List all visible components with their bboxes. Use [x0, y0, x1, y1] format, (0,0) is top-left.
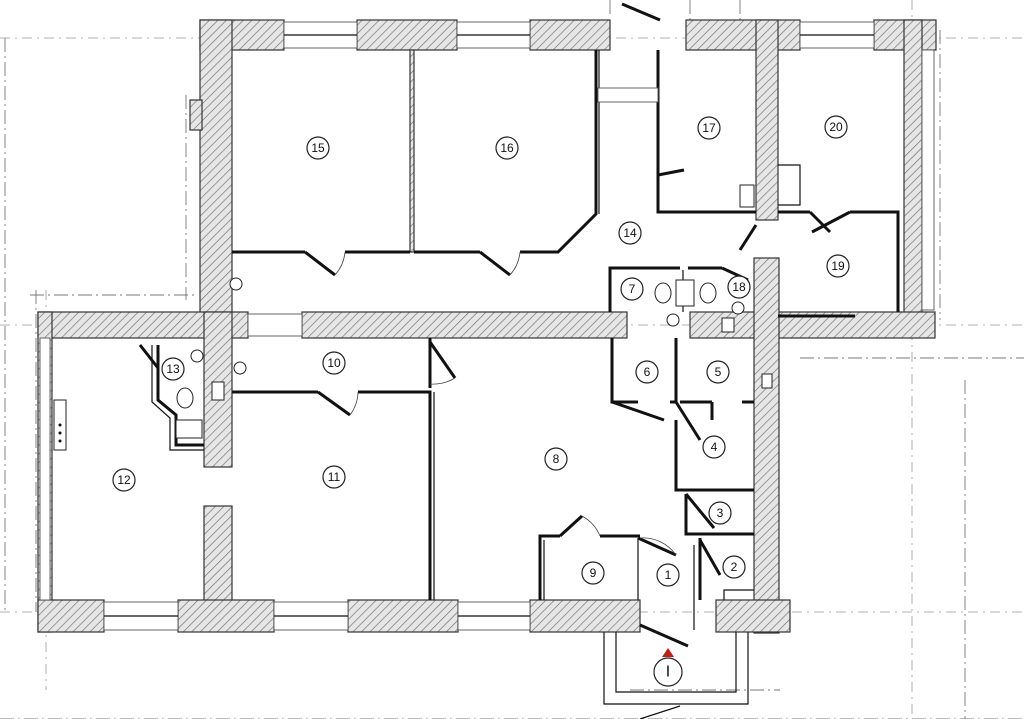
room-3-marker: 3	[708, 501, 732, 525]
fixtures	[53, 184, 773, 451]
room-14-label: 14	[623, 226, 637, 240]
room-20-marker: 20	[824, 115, 848, 139]
room-8-circle	[544, 447, 568, 471]
room-1-marker: 1	[656, 563, 680, 587]
entrance-arrow-icon	[662, 648, 674, 657]
room-7-marker: 7	[620, 277, 644, 301]
room-10-circle	[322, 351, 346, 375]
room-17-marker: 17	[697, 116, 721, 140]
room-12-marker: 12	[112, 468, 136, 492]
room-14-marker: 14	[618, 221, 642, 245]
room-17-label: 17	[702, 121, 716, 135]
room-2-circle	[722, 555, 746, 579]
partitions	[151, 50, 900, 630]
room-13-circle	[161, 357, 185, 381]
room-6-label: 6	[644, 365, 651, 379]
sink-room-13	[175, 419, 203, 439]
room-18-circle	[727, 275, 751, 299]
room-12-circle	[112, 468, 136, 492]
room-11-circle	[322, 465, 346, 489]
room-7-circle	[620, 277, 644, 301]
room-15-marker: 15	[306, 136, 330, 160]
room-11-label: 11	[328, 470, 341, 484]
room-8-label: 8	[553, 452, 560, 466]
drain-icon	[229, 277, 243, 291]
room-3-label: 3	[717, 506, 724, 520]
room-12-label: 12	[117, 473, 131, 487]
room-19-circle	[826, 254, 850, 278]
entrance-porch	[603, 632, 749, 719]
room-14-circle	[618, 221, 642, 245]
room-20-label: 20	[829, 120, 843, 134]
room-9-circle	[581, 561, 605, 585]
room-19-label: 19	[831, 259, 845, 273]
room-3-circle	[708, 501, 732, 525]
room-5-label: 5	[715, 365, 722, 379]
room-6-circle	[635, 360, 659, 384]
room-19-marker: 19	[826, 254, 850, 278]
entrance-label: I	[666, 664, 670, 681]
room-1-circle	[656, 563, 680, 587]
doors	[138, 2, 851, 648]
windows	[39, 21, 935, 631]
room-1-label: 1	[665, 568, 672, 582]
room-5-circle	[706, 360, 730, 384]
room-13-label: 13	[166, 362, 180, 376]
room-6-marker: 6	[635, 360, 659, 384]
room-11-marker: 11	[322, 465, 346, 489]
room-5-marker: 5	[706, 360, 730, 384]
room-16-marker: 16	[495, 136, 519, 160]
walls	[37, 19, 937, 634]
room-13-marker: 13	[161, 357, 185, 381]
room-18-marker: 18	[727, 275, 751, 299]
room-2-label: 2	[731, 560, 738, 574]
room-10-label: 10	[327, 356, 341, 370]
room-16-label: 16	[500, 141, 514, 155]
entrance-marker: I	[653, 648, 683, 687]
room-9-marker: 9	[581, 561, 605, 585]
room-4-circle	[702, 435, 726, 459]
room-8-marker: 8	[544, 447, 568, 471]
room-10-marker: 10	[322, 351, 346, 375]
room-20-circle	[824, 115, 848, 139]
room-4-label: 4	[711, 440, 718, 454]
room-15-circle	[306, 136, 330, 160]
room-18-label: 18	[732, 280, 746, 294]
room-15-label: 15	[311, 141, 325, 155]
room-7-label: 7	[629, 282, 636, 296]
room-17-circle	[697, 116, 721, 140]
room-4-marker: 4	[702, 435, 726, 459]
room-2-marker: 2	[722, 555, 746, 579]
room-16-circle	[495, 136, 519, 160]
room-9-label: 9	[590, 566, 597, 580]
